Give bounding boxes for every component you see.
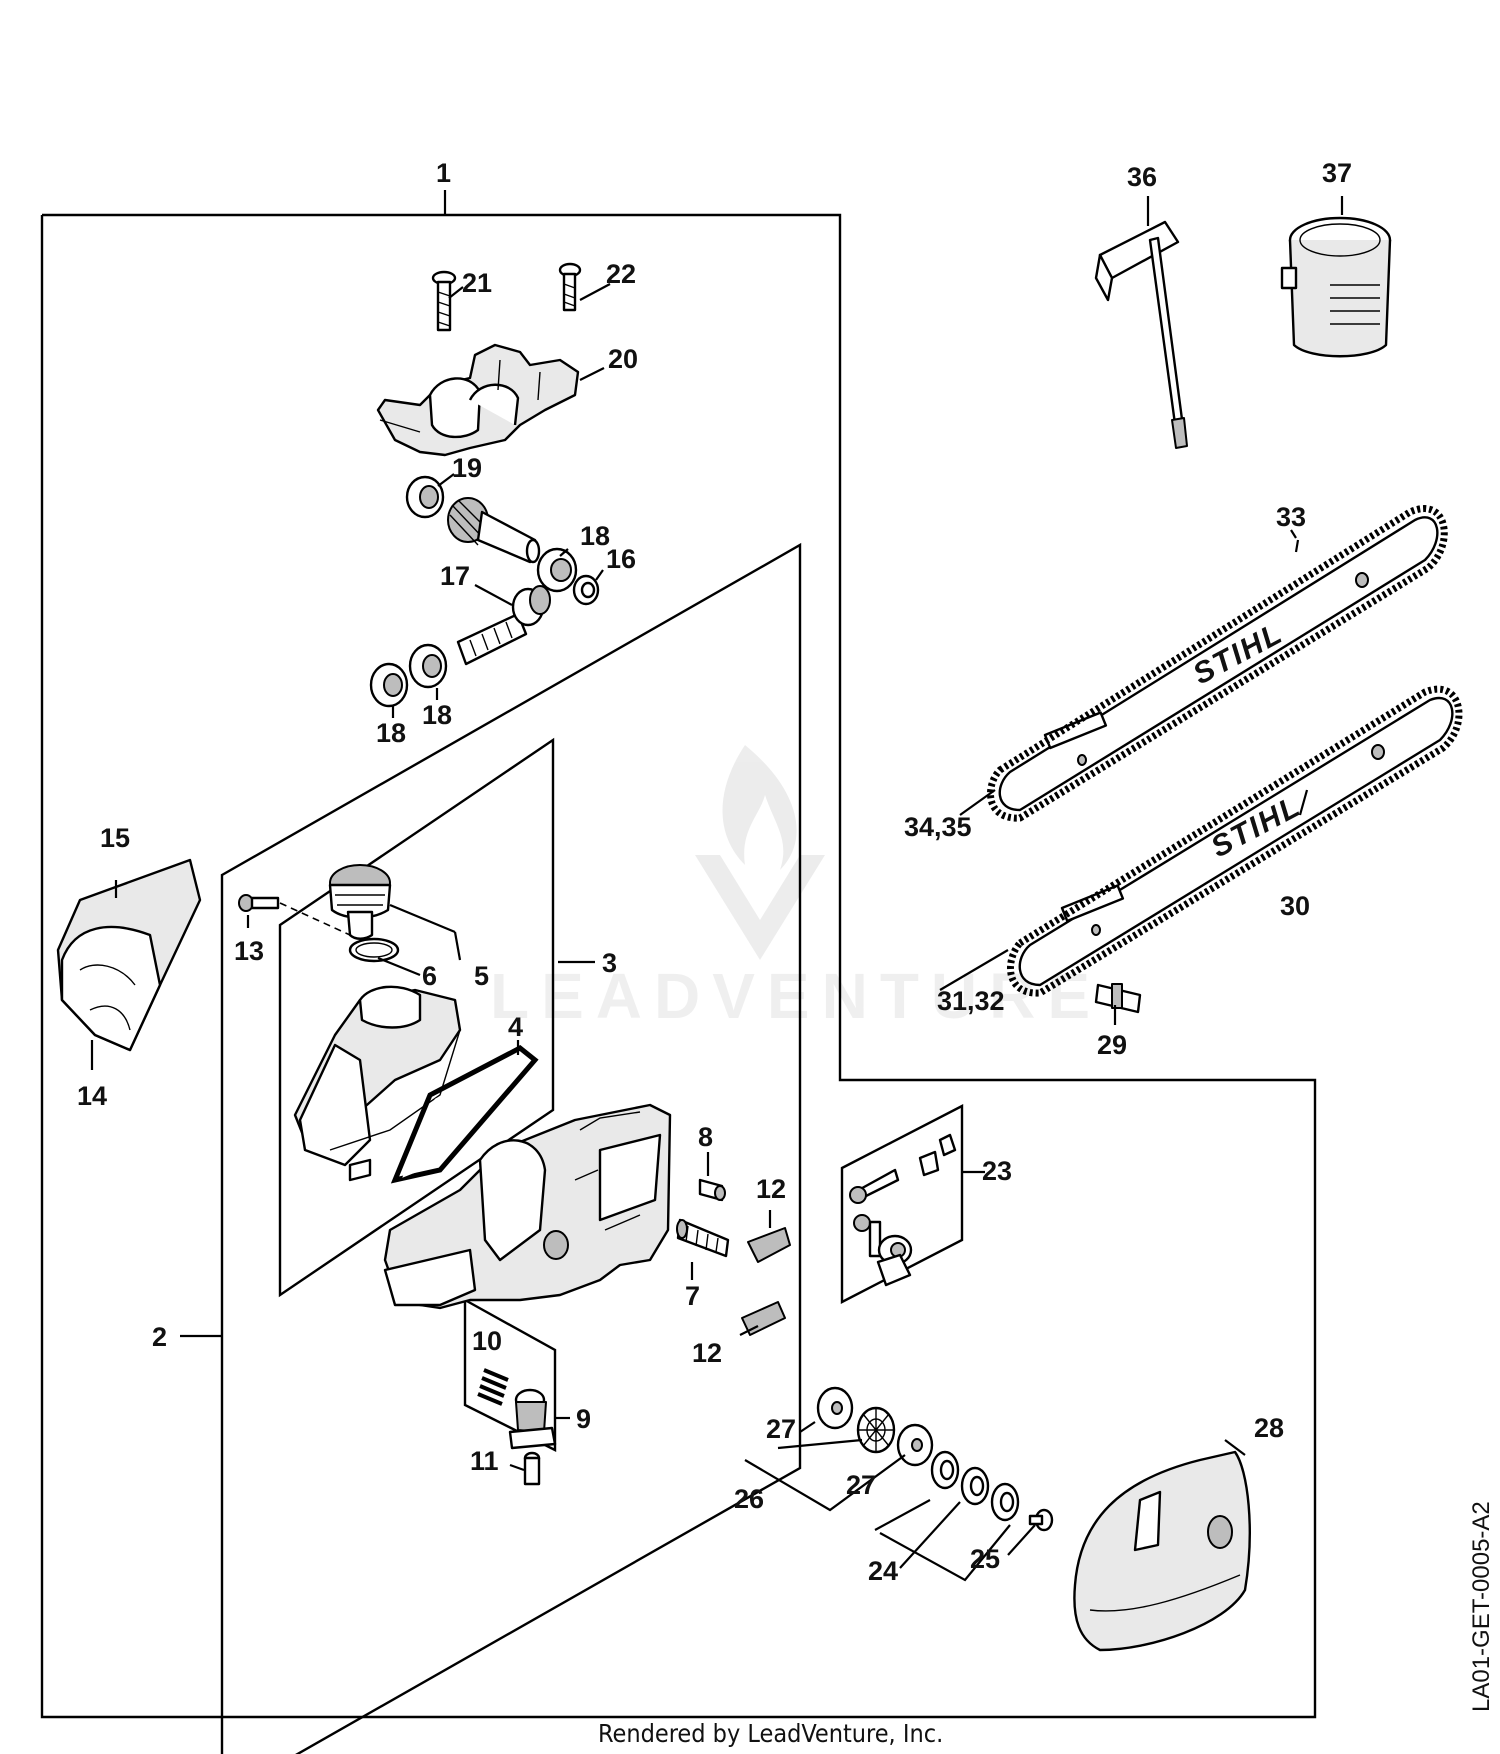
part-7-stud[interactable]	[676, 1218, 730, 1258]
part-16-ring[interactable]	[572, 574, 600, 606]
part-17-bevel-gear-shaft[interactable]	[447, 497, 541, 564]
callout-16: 16	[606, 544, 636, 574]
part-5-oil-cap[interactable]	[328, 864, 392, 940]
part-29-stud[interactable]	[1094, 983, 1142, 1014]
callout-4: 4	[508, 1012, 523, 1042]
callout-12b: 12	[692, 1338, 722, 1368]
part-21-screw[interactable]	[431, 270, 457, 332]
part-8-pin[interactable]	[698, 1178, 726, 1202]
callout-36: 36	[1127, 162, 1157, 192]
assembly-9-boundary	[463, 1297, 557, 1452]
part-37-grease-container[interactable]	[1280, 216, 1392, 358]
callout-28: 28	[1254, 1413, 1284, 1443]
callout-34-35: 34,35	[904, 812, 972, 842]
callout-26: 26	[734, 1484, 764, 1514]
callout-30: 30	[1280, 891, 1310, 921]
callout-9: 9	[576, 1404, 591, 1434]
callout-19: 19	[452, 453, 482, 483]
assembly-2-boundary	[220, 542, 802, 1754]
callout-6: 6	[422, 961, 437, 991]
callout-8: 8	[698, 1122, 713, 1152]
callout-13: 13	[234, 936, 264, 966]
part-18-bearing-lower-left[interactable]	[369, 662, 409, 708]
callout-25: 25	[970, 1544, 1000, 1574]
part-20-clamp[interactable]	[376, 343, 580, 457]
part-36-combination-wrench[interactable]	[1094, 220, 1188, 449]
callout-15: 15	[100, 823, 130, 853]
part-24-washers[interactable]	[930, 1450, 1020, 1522]
part-12-cap-lower[interactable]	[741, 1301, 786, 1336]
callout-5: 5	[474, 961, 489, 991]
callout-22: 22	[606, 259, 636, 289]
callout-37: 37	[1322, 158, 1352, 188]
part-17-spline-shaft[interactable]	[456, 585, 551, 666]
callout-20: 20	[608, 344, 638, 374]
callout-10: 10	[472, 1326, 502, 1356]
part-9-oil-pump[interactable]	[508, 1388, 557, 1450]
callout-21: 21	[462, 268, 492, 298]
callout-2: 2	[152, 1322, 167, 1352]
part-6-o-ring[interactable]	[348, 937, 400, 963]
part-28-sprocket-cover[interactable]	[1073, 1450, 1251, 1652]
footer-credit: Rendered by LeadVenture, Inc.	[598, 1719, 943, 1748]
part-23-chain-tensioner[interactable]	[849, 1133, 957, 1287]
leader-lines	[90, 196, 1344, 1582]
watermark-text: LEADVENTURE	[490, 960, 1102, 1032]
part-14-cover[interactable]	[56, 858, 202, 1052]
callout-11: 11	[470, 1446, 499, 1476]
callout-12a: 12	[756, 1174, 786, 1204]
assembly-3-boundary	[278, 737, 555, 1298]
assembly-23-boundary	[840, 1104, 964, 1304]
callout-18c: 18	[422, 700, 452, 730]
callout-24: 24	[868, 1556, 898, 1586]
callout-18a: 18	[580, 521, 610, 551]
part-27-washer-upper[interactable]	[816, 1386, 854, 1430]
callout-7: 7	[685, 1281, 700, 1311]
callout-3: 3	[602, 948, 617, 978]
part-13-screw[interactable]	[238, 894, 351, 936]
callout-18b: 18	[376, 718, 406, 748]
callout-31-32: 31,32	[937, 986, 1005, 1016]
part-10-spring[interactable]	[477, 1368, 509, 1406]
callout-1: 1	[436, 158, 451, 188]
part-19-bearing[interactable]	[405, 475, 445, 519]
callout-33: 33	[1276, 502, 1306, 532]
part-31-32-saw-chain[interactable]	[1006, 685, 1463, 997]
part-4-gasket[interactable]	[390, 1045, 539, 1184]
callout-29: 29	[1097, 1030, 1127, 1060]
callout-23: 23	[982, 1156, 1012, 1186]
part-3-oil-tank[interactable]	[293, 985, 462, 1182]
part-2-gear-housing[interactable]	[383, 1103, 672, 1310]
part-26-sprocket[interactable]	[856, 1406, 896, 1454]
part-22-screw[interactable]	[558, 262, 582, 312]
callout-17: 17	[440, 561, 470, 591]
part-30-guide-bar[interactable]	[1018, 696, 1454, 987]
part-18-bearing-lower-right[interactable]	[408, 643, 448, 689]
part-11-pin[interactable]	[523, 1451, 541, 1486]
part-25-screw[interactable]	[1028, 1508, 1054, 1532]
watermark-logo	[695, 745, 825, 960]
diagram-code: LA01-GET-0005-A2	[1468, 1501, 1495, 1712]
callout-27b: 27	[846, 1470, 876, 1500]
part-27-washer-lower[interactable]	[896, 1423, 934, 1467]
callout-labels: 1 21 22 20 19 18 16 17 18 18 15 13 6 5 3…	[77, 158, 1352, 1586]
callout-27a: 27	[766, 1414, 796, 1444]
part-12-cap-upper[interactable]	[747, 1227, 791, 1263]
part-18-bearing-upper[interactable]	[536, 547, 578, 593]
callout-14: 14	[77, 1081, 107, 1111]
assembly-1-boundary	[40, 190, 1317, 1719]
